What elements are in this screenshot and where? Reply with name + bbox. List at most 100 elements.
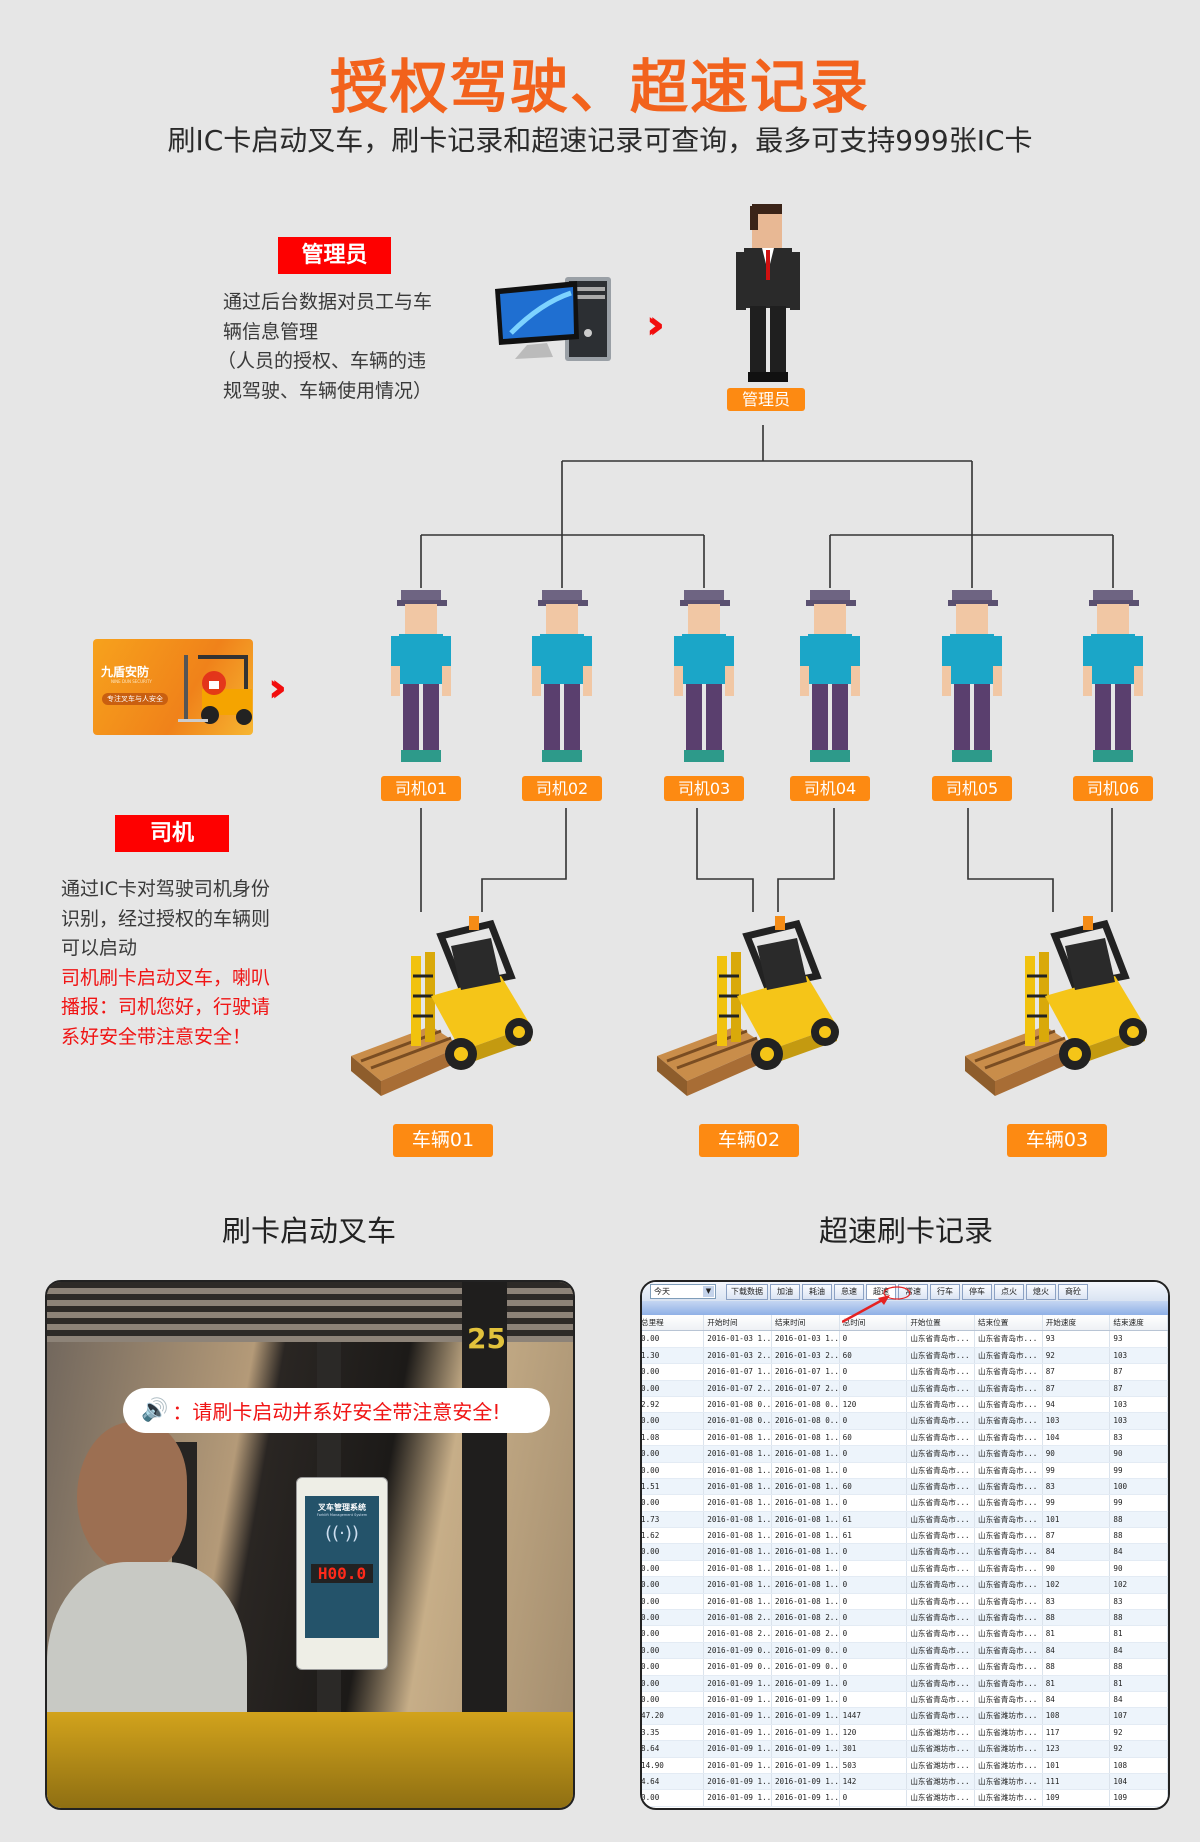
table-cell: 山东省青岛市... <box>975 1478 1043 1495</box>
table-cell: 山东省潍坊市... <box>907 1757 975 1773</box>
card-brand: 九盾安防 <box>101 665 150 679</box>
table-cell: 山东省青岛市... <box>907 1495 975 1511</box>
operator-photo: 25 🔊 ：请刷卡启动并系好安全带注意安全! 叉车管理系统 Forklift M… <box>45 1280 575 1810</box>
column-header[interactable]: 开始时间 <box>704 1315 772 1331</box>
admin-figure-label: 管理员 <box>727 388 805 411</box>
table-cell: 83 <box>1043 1593 1111 1610</box>
table-cell: 0.00 <box>642 1790 705 1806</box>
table-cell: 山东省青岛市... <box>907 1413 975 1429</box>
record-type-button-点火[interactable]: 点火 <box>994 1283 1024 1300</box>
record-type-button-怠速[interactable]: 怠速 <box>834 1283 864 1300</box>
date-filter-dropdown[interactable]: 今天▼ <box>650 1284 716 1299</box>
table-cell: 0.00 <box>642 1331 705 1347</box>
table-cell: 1.62 <box>642 1528 705 1544</box>
table-cell: 2016-01-09 1... <box>772 1708 840 1724</box>
table-cell: 山东省青岛市... <box>975 1675 1043 1691</box>
column-header[interactable]: 开始速度 <box>1043 1315 1111 1331</box>
column-header[interactable]: 结束时间 <box>772 1315 840 1331</box>
column-header[interactable]: 结束位置 <box>975 1315 1043 1331</box>
table-cell: 2016-01-09 1... <box>704 1741 772 1757</box>
table-cell: 88 <box>1110 1528 1168 1544</box>
table-cell: 山东省青岛市... <box>975 1544 1043 1560</box>
driver-label: 司机05 <box>932 776 1012 801</box>
table-cell: 2016-01-08 1... <box>772 1478 840 1495</box>
chevron-down-icon: ▼ <box>703 1286 714 1297</box>
admin-desc-line: 通过后台数据对员工与车 <box>223 291 433 313</box>
column-header[interactable]: 开始位置 <box>907 1315 975 1331</box>
record-type-button-加油[interactable]: 加油 <box>770 1283 800 1300</box>
table-cell: 2016-01-08 1... <box>704 1462 772 1478</box>
table-cell: 2016-01-08 1... <box>704 1544 772 1560</box>
driver-figure-icon <box>391 588 451 774</box>
forklift-icon <box>351 916 535 1114</box>
table-cell: 87 <box>1043 1380 1111 1396</box>
driver-note-line: 系好安全带注意安全！ <box>61 1025 252 1048</box>
column-header[interactable]: 总里程 <box>642 1315 705 1331</box>
table-cell: 山东省青岛市... <box>907 1560 975 1577</box>
record-type-button-下载数据[interactable]: 下载数据 <box>726 1283 768 1300</box>
table-cell: 84 <box>1110 1691 1168 1708</box>
table-cell: 0 <box>840 1790 908 1806</box>
table-cell: 2016-01-09 1... <box>704 1790 772 1806</box>
column-header[interactable]: 结束速度 <box>1110 1315 1168 1331</box>
record-type-button-熄火[interactable]: 熄火 <box>1026 1283 1056 1300</box>
record-type-button-停车[interactable]: 停车 <box>962 1283 992 1300</box>
record-type-button-行车[interactable]: 行车 <box>930 1283 960 1300</box>
driver-figure-icon <box>674 588 734 774</box>
driver-label: 司机04 <box>790 776 870 801</box>
table-cell: 2016-01-07 2... <box>704 1380 772 1396</box>
table-cell: 2016-01-08 1... <box>704 1429 772 1446</box>
record-type-button-商砼[interactable]: 商砼 <box>1058 1283 1088 1300</box>
table-cell: 3.35 <box>642 1724 705 1741</box>
table-cell: 102 <box>1043 1577 1111 1593</box>
column-header[interactable]: 总时间 <box>840 1315 908 1331</box>
table-header: 总里程开始时间结束时间总时间开始位置结束位置开始速度结束速度 <box>642 1315 1168 1332</box>
table-cell: 2016-01-09 1... <box>704 1773 772 1790</box>
table-cell: 山东省潍坊市... <box>975 1724 1043 1741</box>
table-cell: 0 <box>840 1577 908 1593</box>
driver-figure-icon <box>532 588 592 774</box>
table-cell: 84 <box>1043 1544 1111 1560</box>
table-cell: 87 <box>1110 1380 1168 1396</box>
table-cell: 2016-01-08 1... <box>772 1560 840 1577</box>
page-subtitle: 刷IC卡启动叉车，刷卡记录和超速记录可查询，最多可支持999张IC卡 <box>167 124 1033 157</box>
table-cell: 99 <box>1043 1495 1111 1511</box>
record-type-button-耗油[interactable]: 耗油 <box>802 1283 832 1300</box>
voice-prompt-text: ：请刷卡启动并系好安全带注意安全! <box>172 1400 501 1424</box>
record-type-button-常速[interactable]: 常速 <box>898 1283 928 1300</box>
chevron-right-icon: ›› <box>646 302 665 348</box>
table-cell: 83 <box>1110 1429 1168 1446</box>
table-cell: 山东省青岛市... <box>975 1495 1043 1511</box>
table-cell: 山东省青岛市... <box>907 1691 975 1708</box>
